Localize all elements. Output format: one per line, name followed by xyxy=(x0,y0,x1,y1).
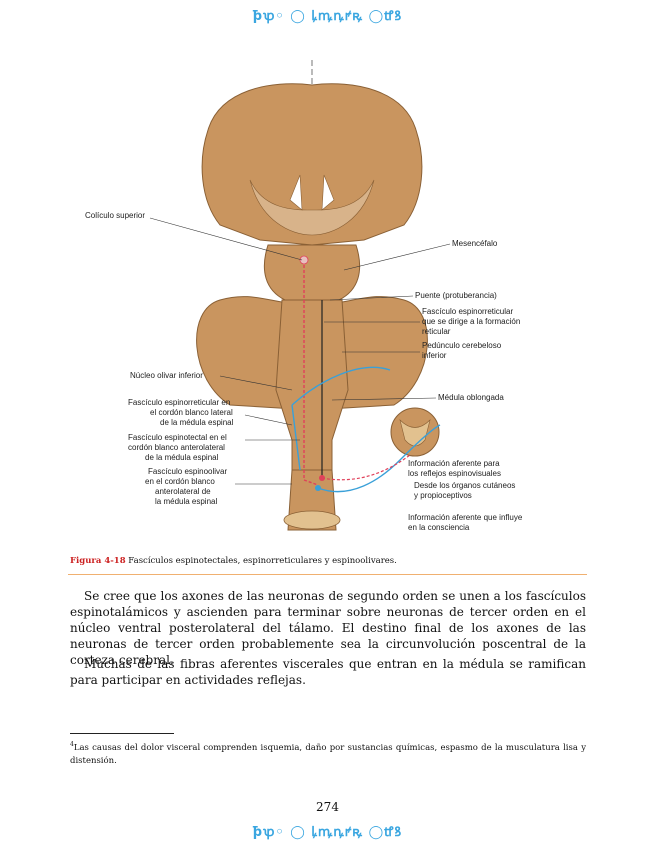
label-medulla: Médula oblongada xyxy=(438,393,504,402)
label-spinoreticular-1: Fascículo espinorreticular xyxy=(422,307,513,316)
label-superior-colliculus: Colículo superior xyxy=(85,211,145,220)
paragraph: Muchas de las fibras aferentes viscerale… xyxy=(70,656,586,688)
caption-text: Fascículos espinotectales, espinorreticu… xyxy=(126,556,397,566)
label-ft-2: cordón blanco anterolateral xyxy=(128,443,225,452)
figure-number: Figura 4-18 xyxy=(70,556,126,566)
label-pons: Puente (protuberancia) xyxy=(415,291,497,300)
label-cons-1: Información aferente que influye xyxy=(408,513,523,522)
afferent-red xyxy=(322,455,410,480)
page-header: ꝥꝕ◦ ◯ ꝲꝳꝴꝵꝶ ◯ꝷꝸ xyxy=(0,6,655,24)
synapse-red xyxy=(319,475,325,481)
label-spinoreticular-3: reticular xyxy=(422,327,451,336)
label-ft-3: de la médula espinal xyxy=(145,453,219,462)
page-footer: ꝥꝕ◦ ◯ ꝲꝳꝴꝵꝶ ◯ꝷꝸ xyxy=(0,822,655,840)
label-olive: Núcleo olivar inferior xyxy=(130,371,203,380)
label-peduncle-1: Pedúnculo cerebeloso xyxy=(422,341,502,350)
brainstem-figure: Colículo superior Mesencéfalo Puente (pr… xyxy=(60,60,600,550)
label-fr-lat-3: de la médula espinal xyxy=(160,418,234,427)
label-fo-2: en el cordón blanco xyxy=(145,477,215,486)
label-mesencephalon: Mesencéfalo xyxy=(452,239,498,248)
label-skin-1: Desde los órganos cutáneos xyxy=(414,481,515,490)
label-fo-1: Fascículo espinoolivar xyxy=(148,467,227,476)
footnote-rule xyxy=(70,733,174,734)
label-aff-2: los reflejos espinovisuales xyxy=(408,469,501,478)
caption-rule xyxy=(68,574,587,575)
synapse-blue xyxy=(315,485,321,491)
label-fr-lat-1: Fascículo espinorreticular en xyxy=(128,398,230,407)
spinal-cord-section xyxy=(284,511,340,529)
page-number: 274 xyxy=(0,800,655,814)
footnote-text: Las causas del dolor visceral comprenden… xyxy=(70,743,586,766)
label-cons-2: en la consciencia xyxy=(408,523,470,532)
label-fr-lat-2: el cordón blanco lateral xyxy=(150,408,233,417)
label-aff-1: Información aferente para xyxy=(408,459,500,468)
label-spinoreticular-2: que se dirige a la formación xyxy=(422,317,520,326)
footnote: 4Las causas del dolor visceral comprende… xyxy=(70,738,586,768)
label-skin-2: y propioceptivos xyxy=(414,491,472,500)
label-peduncle-2: inferior xyxy=(422,351,447,360)
label-ft-1: Fascículo espinotectal en el xyxy=(128,433,227,442)
label-fo-4: la médula espinal xyxy=(155,497,217,506)
label-fo-3: anterolateral de xyxy=(155,487,211,496)
figure-caption: Figura 4-18 Fascículos espinotectales, e… xyxy=(70,556,590,567)
